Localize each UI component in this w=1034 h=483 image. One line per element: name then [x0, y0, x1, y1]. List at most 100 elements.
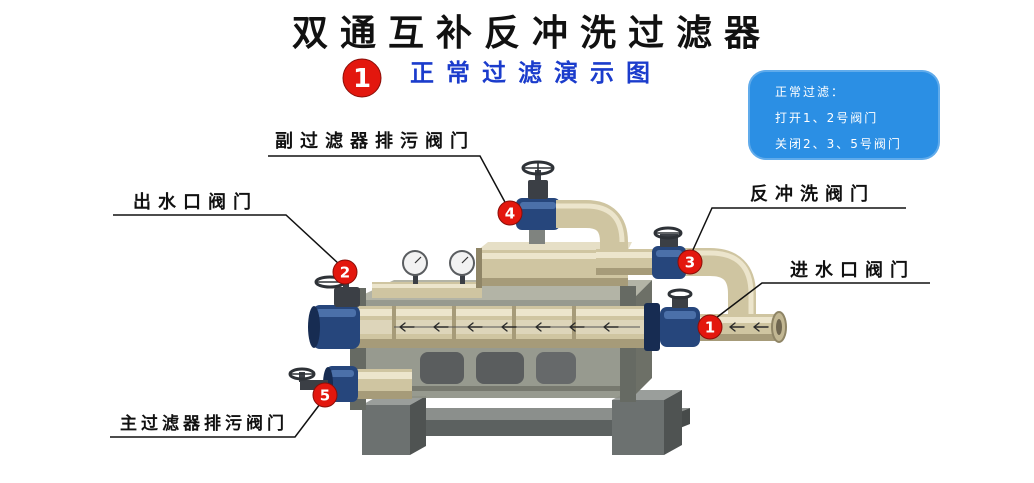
chamber-cell: [420, 352, 464, 384]
gauge-needle: [414, 256, 422, 264]
chamber-rail: [366, 386, 620, 391]
gearbox: [300, 380, 328, 390]
valve-highlight: [330, 370, 354, 377]
leader-lines: [110, 155, 930, 438]
header-pipe-highlight: [596, 252, 654, 258]
valve-badge-3: 3: [677, 249, 703, 275]
backwash-header-pipe: [596, 249, 654, 275]
badge-number: 1: [705, 319, 715, 337]
leader-line-outlet: [113, 214, 340, 265]
leader-line-inlet: [715, 282, 930, 319]
left-leg-front: [362, 405, 410, 455]
instruction-line: 打开1、2号阀门: [775, 111, 879, 125]
aux-tube-highlight: [478, 253, 628, 259]
inlet-opening: [776, 319, 782, 335]
step-number: 1: [353, 64, 371, 94]
flow-arrow: [603, 322, 619, 332]
header-pipe-shadow: [596, 268, 654, 275]
gauge-pipe-highlight: [372, 284, 482, 288]
instruction-heading: 正常过滤：: [775, 85, 846, 99]
pressure-gauge-1: [402, 250, 428, 284]
inlet-pipe-highlight: [700, 317, 778, 323]
flow-arrow: [501, 322, 517, 332]
chamber-cell: [476, 352, 524, 384]
valve-highlight: [316, 309, 356, 317]
valve-4-aux-drain: [516, 160, 560, 244]
lower-chamber: [366, 352, 620, 391]
valve-highlight: [664, 311, 696, 319]
inlet-pipe-shadow: [700, 334, 778, 341]
badge-circle: [497, 200, 523, 226]
leader-line-aux-drain: [268, 155, 507, 205]
gauge-pipe: [372, 282, 482, 298]
pressure-gauge-2: [449, 250, 475, 284]
crossbeam-top: [362, 408, 690, 420]
valve-badge-4: 4: [497, 200, 523, 226]
drain-pipe-highlight: [352, 372, 412, 379]
backwash-bend: [684, 248, 756, 318]
valve-badge-1: 1: [697, 314, 723, 340]
valve-neck: [529, 228, 545, 244]
valve-flange: [644, 303, 660, 351]
step-badge: 1: [342, 58, 382, 98]
flow-arrow: [467, 322, 483, 332]
u-bend: [556, 200, 628, 256]
badge-number: 3: [685, 254, 695, 272]
valve-highlight: [656, 250, 682, 257]
aux-tube-shadow: [478, 278, 628, 286]
gauge-stem: [413, 274, 418, 284]
handwheel: [667, 288, 693, 300]
valve-stem: [299, 372, 305, 382]
instruction-box: 正常过滤： 打开1、2号阀门 关闭2、3、5号阀门: [748, 70, 940, 160]
badge-circle: [677, 249, 703, 275]
gauge-stem: [460, 274, 465, 284]
page-title: 双通互补反冲洗过滤器: [292, 12, 773, 54]
label-backwash-valve: 反冲洗阀门: [750, 184, 875, 205]
tube-highlight: [330, 309, 646, 316]
badge-circle: [697, 314, 723, 340]
valve-badge-2: 2: [332, 259, 358, 285]
flow-arrow: [569, 322, 585, 332]
badge-circle: [332, 259, 358, 285]
right-leg-side: [664, 390, 682, 455]
drain-pipe-shadow: [352, 391, 412, 399]
valve-badge-5: 5: [312, 382, 338, 408]
flow-arrow: [535, 322, 551, 332]
label-inlet-valve: 进水口阀门: [790, 260, 915, 281]
right-leg-front: [612, 400, 664, 455]
leader-line-backwash: [691, 207, 906, 253]
main-drain-pipe: [352, 369, 412, 399]
backwash-pipe: [684, 248, 756, 318]
badge-circle: [312, 382, 338, 408]
chamber-cell: [536, 352, 576, 384]
step-title: 正常过滤演示图: [410, 58, 662, 87]
valve-1-inlet: [644, 288, 700, 351]
flow-arrow: [753, 322, 769, 332]
gearbox: [528, 180, 548, 199]
crossbeam-front: [362, 420, 660, 436]
label-main-drain-valve: 主过滤器排污阀门: [120, 414, 288, 434]
u-bend-highlight: [556, 203, 625, 243]
badge-number: 2: [340, 264, 350, 282]
valve-flange: [308, 306, 320, 348]
step-badge-circle: [342, 58, 382, 98]
leader-line-main-drain: [110, 403, 321, 438]
valve-highlight: [520, 202, 556, 209]
gearbox: [334, 287, 360, 307]
gauge-needle: [461, 256, 469, 264]
valve-3-backwash: [652, 226, 686, 279]
label-aux-drain-valve: 副过滤器排污阀门: [275, 131, 475, 152]
aux-tube-cap: [476, 248, 482, 288]
valve-2-outlet: [308, 275, 360, 349]
aux-outlet-pipe: [556, 200, 628, 256]
base-frame: [362, 390, 690, 455]
flow-arrow: [399, 322, 415, 332]
instruction-line: 关闭2、3、5号阀门: [775, 137, 902, 151]
flow-arrows: [394, 322, 769, 332]
badge-number: 5: [320, 387, 330, 405]
aux-tube-top: [478, 242, 632, 250]
badge-number: 4: [505, 205, 515, 223]
label-outlet-valve: 出水口阀门: [133, 192, 258, 213]
left-leg: [362, 396, 426, 455]
